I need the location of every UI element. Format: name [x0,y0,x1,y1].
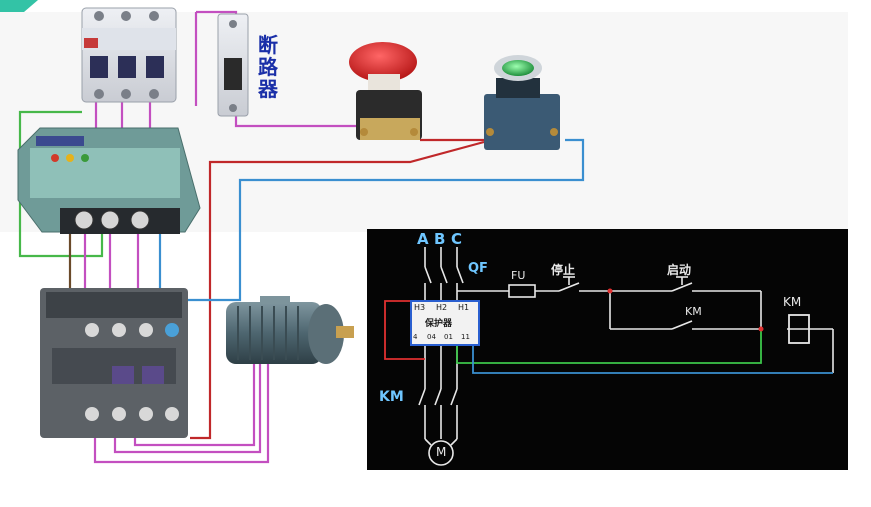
electric-motor [226,296,354,364]
protector-terminal: 11 [461,333,470,341]
protector-terminal: H2 [436,303,448,312]
protector-terminal: 4 [413,333,418,341]
breaker-label-char: 器 [258,77,278,101]
schematic-panel: A B C QF FU 停止 启动 KM KM KM M H3 H2 H1 保护… [367,229,848,470]
three-pole-breaker [81,7,177,103]
breaker-label-char: 路 [258,55,278,79]
start-label: 启动 [667,263,692,277]
phase-label: B [434,230,446,248]
protector-terminal: H1 [458,303,470,312]
protector-terminal: 01 [444,333,453,341]
protector-terminal: 04 [427,333,436,341]
corner-accent [0,0,38,12]
breaker-label-char: 断 [258,33,278,57]
start-button [484,55,560,150]
phase-label: C [451,230,463,248]
protector-terminal: H3 [414,303,426,312]
motor-protector [17,127,201,234]
schematic-lines [384,247,834,466]
phase-label: A [417,230,429,248]
single-pole-breaker [217,13,249,117]
km-aux-label: KM [685,305,702,318]
km-coil-label: KM [783,295,802,309]
stop-label: 停止 [551,263,576,277]
fuse-label: FU [511,269,526,282]
qf-label: QF [468,261,488,276]
km-main-label: KM [379,389,404,405]
motor-label: M [436,445,447,459]
protector-label: 保护器 [425,319,453,329]
stop-mushroom-button [349,42,422,140]
contactor [40,288,188,438]
